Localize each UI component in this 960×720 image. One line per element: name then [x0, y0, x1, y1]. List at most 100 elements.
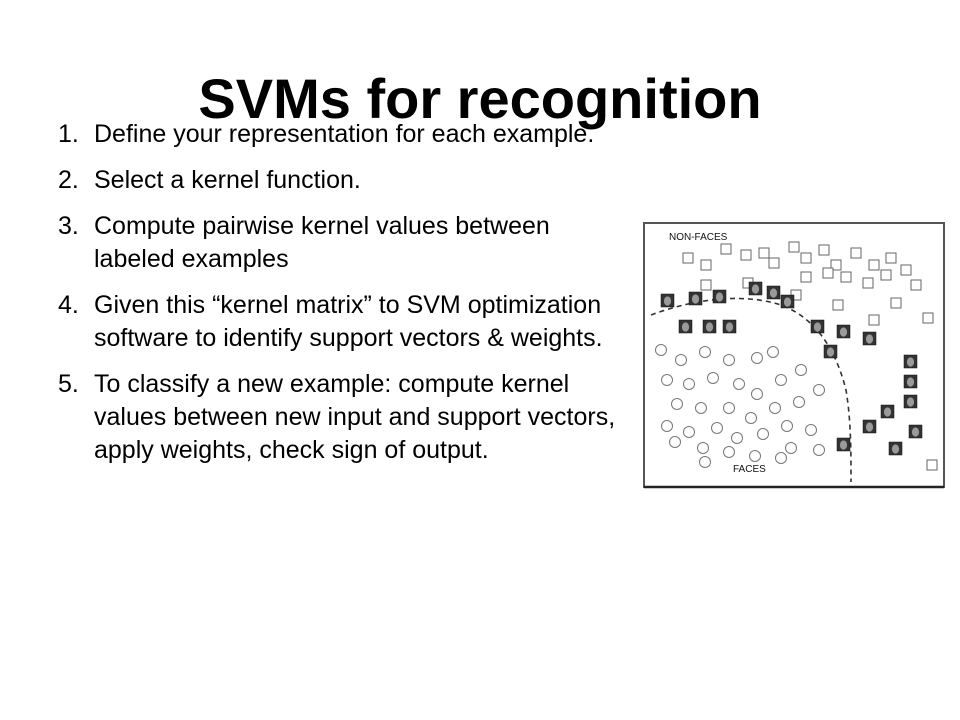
non-face-square	[900, 264, 912, 276]
face-circle	[733, 378, 745, 390]
steps-list: 1. Define your representation for each e…	[58, 118, 618, 480]
face-circle	[683, 378, 695, 390]
support-vector-thumbnail	[903, 394, 918, 409]
face-circle	[699, 346, 711, 358]
non-face-square	[768, 257, 780, 269]
svm-face-figure: NON-FACES FACES	[641, 220, 949, 490]
face-circle	[767, 346, 779, 358]
step-5: 5. To classify a new example: compute ke…	[58, 368, 618, 467]
non-face-square	[758, 247, 770, 259]
step-text: Compute pairwise kernel values between l…	[94, 212, 550, 273]
step-number: 2.	[58, 166, 79, 194]
non-face-square	[800, 271, 812, 283]
support-vector-thumbnail	[836, 437, 851, 452]
face-circle	[675, 354, 687, 366]
support-vector-thumbnail	[903, 354, 918, 369]
face-circle	[723, 446, 735, 458]
face-circle	[655, 344, 667, 356]
svm-figure-svg: NON-FACES FACES	[643, 222, 945, 489]
step-text: Define your representation for each exam…	[94, 120, 595, 148]
face-circle	[671, 398, 683, 410]
step-1: 1. Define your representation for each e…	[58, 118, 618, 151]
non-face-square	[862, 277, 874, 289]
face-circle	[711, 422, 723, 434]
support-vector-thumbnail	[903, 374, 918, 389]
support-vector-thumbnail	[880, 404, 895, 419]
support-vector-thumbnail	[780, 294, 795, 309]
face-circle	[723, 354, 735, 366]
non-face-square	[910, 279, 922, 291]
face-circle	[749, 450, 761, 462]
non-face-square	[682, 252, 694, 264]
support-vector-thumbnail	[688, 291, 703, 306]
step-number: 3.	[58, 212, 79, 240]
support-vector-thumbnail	[862, 419, 877, 434]
non-face-square	[868, 314, 880, 326]
step-text: Given this “kernel matrix” to SVM optimi…	[94, 291, 603, 352]
non-face-square	[822, 267, 834, 279]
non-face-square	[740, 249, 752, 261]
non-face-square	[830, 259, 842, 271]
support-vector-thumbnail	[908, 424, 923, 439]
non-face-square	[868, 259, 880, 271]
face-circle	[661, 420, 673, 432]
face-circle	[813, 384, 825, 396]
face-circle	[745, 412, 757, 424]
non-face-samples	[682, 241, 938, 471]
face-circle	[683, 426, 695, 438]
face-circle	[775, 452, 787, 464]
step-number: 5.	[58, 370, 79, 398]
face-circle	[785, 442, 797, 454]
step-text: Select a kernel function.	[94, 166, 361, 194]
non-face-square	[700, 279, 712, 291]
support-vector-thumbnail	[678, 319, 693, 334]
face-circle	[795, 364, 807, 376]
support-vector-thumbnail	[722, 319, 737, 334]
non-face-square	[818, 244, 830, 256]
face-circle	[769, 402, 781, 414]
support-vector-thumbnail	[660, 293, 675, 308]
non-face-square	[850, 247, 862, 259]
face-circle	[751, 352, 763, 364]
face-circle	[805, 424, 817, 436]
support-vector-thumbnail	[766, 285, 781, 300]
support-vector-thumbnail	[862, 331, 877, 346]
faces-label: FACES	[733, 464, 766, 475]
support-vector-images	[660, 281, 923, 456]
step-2: 2. Select a kernel function.	[58, 164, 618, 197]
slide-title: SVMs for recognition	[198, 66, 762, 130]
non-face-square	[788, 241, 800, 253]
face-circle	[731, 432, 743, 444]
face-circle	[723, 402, 735, 414]
non-faces-label: NON-FACES	[669, 232, 728, 243]
face-circle	[813, 444, 825, 456]
support-vector-thumbnail	[712, 289, 727, 304]
face-circle	[793, 396, 805, 408]
non-face-square	[700, 259, 712, 271]
face-circle	[697, 442, 709, 454]
support-vector-thumbnail	[702, 319, 717, 334]
step-3: 3. Compute pairwise kernel values betwee…	[58, 210, 618, 276]
face-circle	[669, 436, 681, 448]
non-face-square	[926, 459, 938, 471]
face-circle	[695, 402, 707, 414]
non-face-square	[840, 271, 852, 283]
non-face-square	[890, 297, 902, 309]
step-text: To classify a new example: compute kerne…	[94, 370, 616, 464]
support-vector-thumbnail	[748, 281, 763, 296]
support-vector-thumbnail	[836, 324, 851, 339]
face-circle	[707, 372, 719, 384]
face-circle	[699, 456, 711, 468]
non-face-square	[800, 252, 812, 264]
support-vector-thumbnail	[888, 441, 903, 456]
non-face-square	[922, 312, 934, 324]
non-face-square	[832, 299, 844, 311]
face-samples	[655, 344, 825, 468]
face-circle	[751, 388, 763, 400]
support-vector-thumbnail	[823, 344, 838, 359]
face-circle	[775, 374, 787, 386]
step-4: 4. Given this “kernel matrix” to SVM opt…	[58, 289, 618, 355]
non-face-square	[885, 252, 897, 264]
non-face-square	[720, 243, 732, 255]
step-number: 4.	[58, 291, 79, 319]
